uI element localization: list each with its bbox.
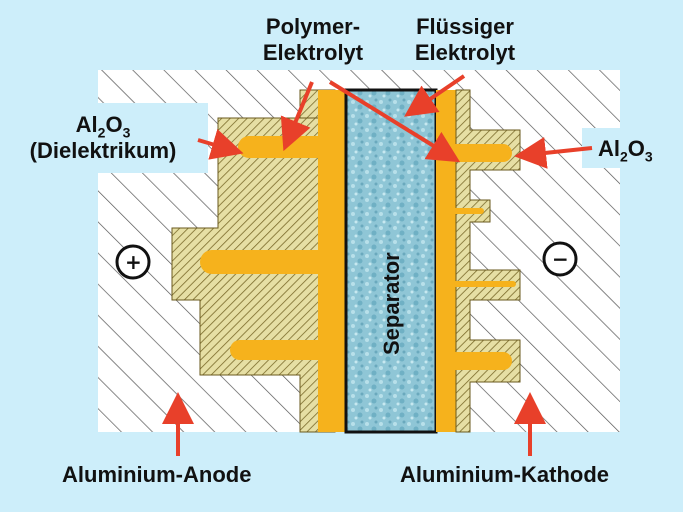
minus-circle [542,241,578,277]
polymer-finger-3 [230,340,346,360]
label-polymer-line1: Polymer- [265,14,361,39]
liquid-finger-2 [436,208,484,214]
label-dielektrikum: (Dielektrikum) [29,138,177,163]
label-liquid-electrolyte: Flüssiger Elektrolyt [400,14,530,66]
label-fluessig-line1: Flüssiger [416,14,514,39]
plus-circle [115,244,151,280]
liquid-electrolyte-base [436,90,456,432]
label-al2o3-left: Al2O3 [75,112,131,141]
minus-symbol: − [552,247,569,271]
liquid-finger-3 [436,281,516,287]
label-polymer-line2: Elektrolyt [262,40,364,65]
arrow-al2o3-left [197,129,244,160]
label-fluessig-line2: Elektrolyt [414,40,516,65]
label-polymer-electrolyte: Polymer- Elektrolyt [248,14,378,66]
label-kathode: Aluminium-Kathode [400,462,609,487]
liquid-finger-4 [436,352,512,370]
label-al2o3-right: Al2O3 [598,136,653,165]
arrow-fluessig [404,74,466,117]
label-anode: Aluminium-Anode [62,462,252,487]
label-dielectric: Al2O3 (Dielektrikum) [8,112,198,164]
polymer-finger-1 [238,136,346,158]
arrow-polymer [280,81,314,152]
label-separator: Separator [379,252,404,355]
arrow-polymer-2 [328,80,461,163]
arrow-al2o3-right [514,136,593,169]
plus-symbol: + [125,250,142,274]
polymer-finger-2 [200,250,346,274]
